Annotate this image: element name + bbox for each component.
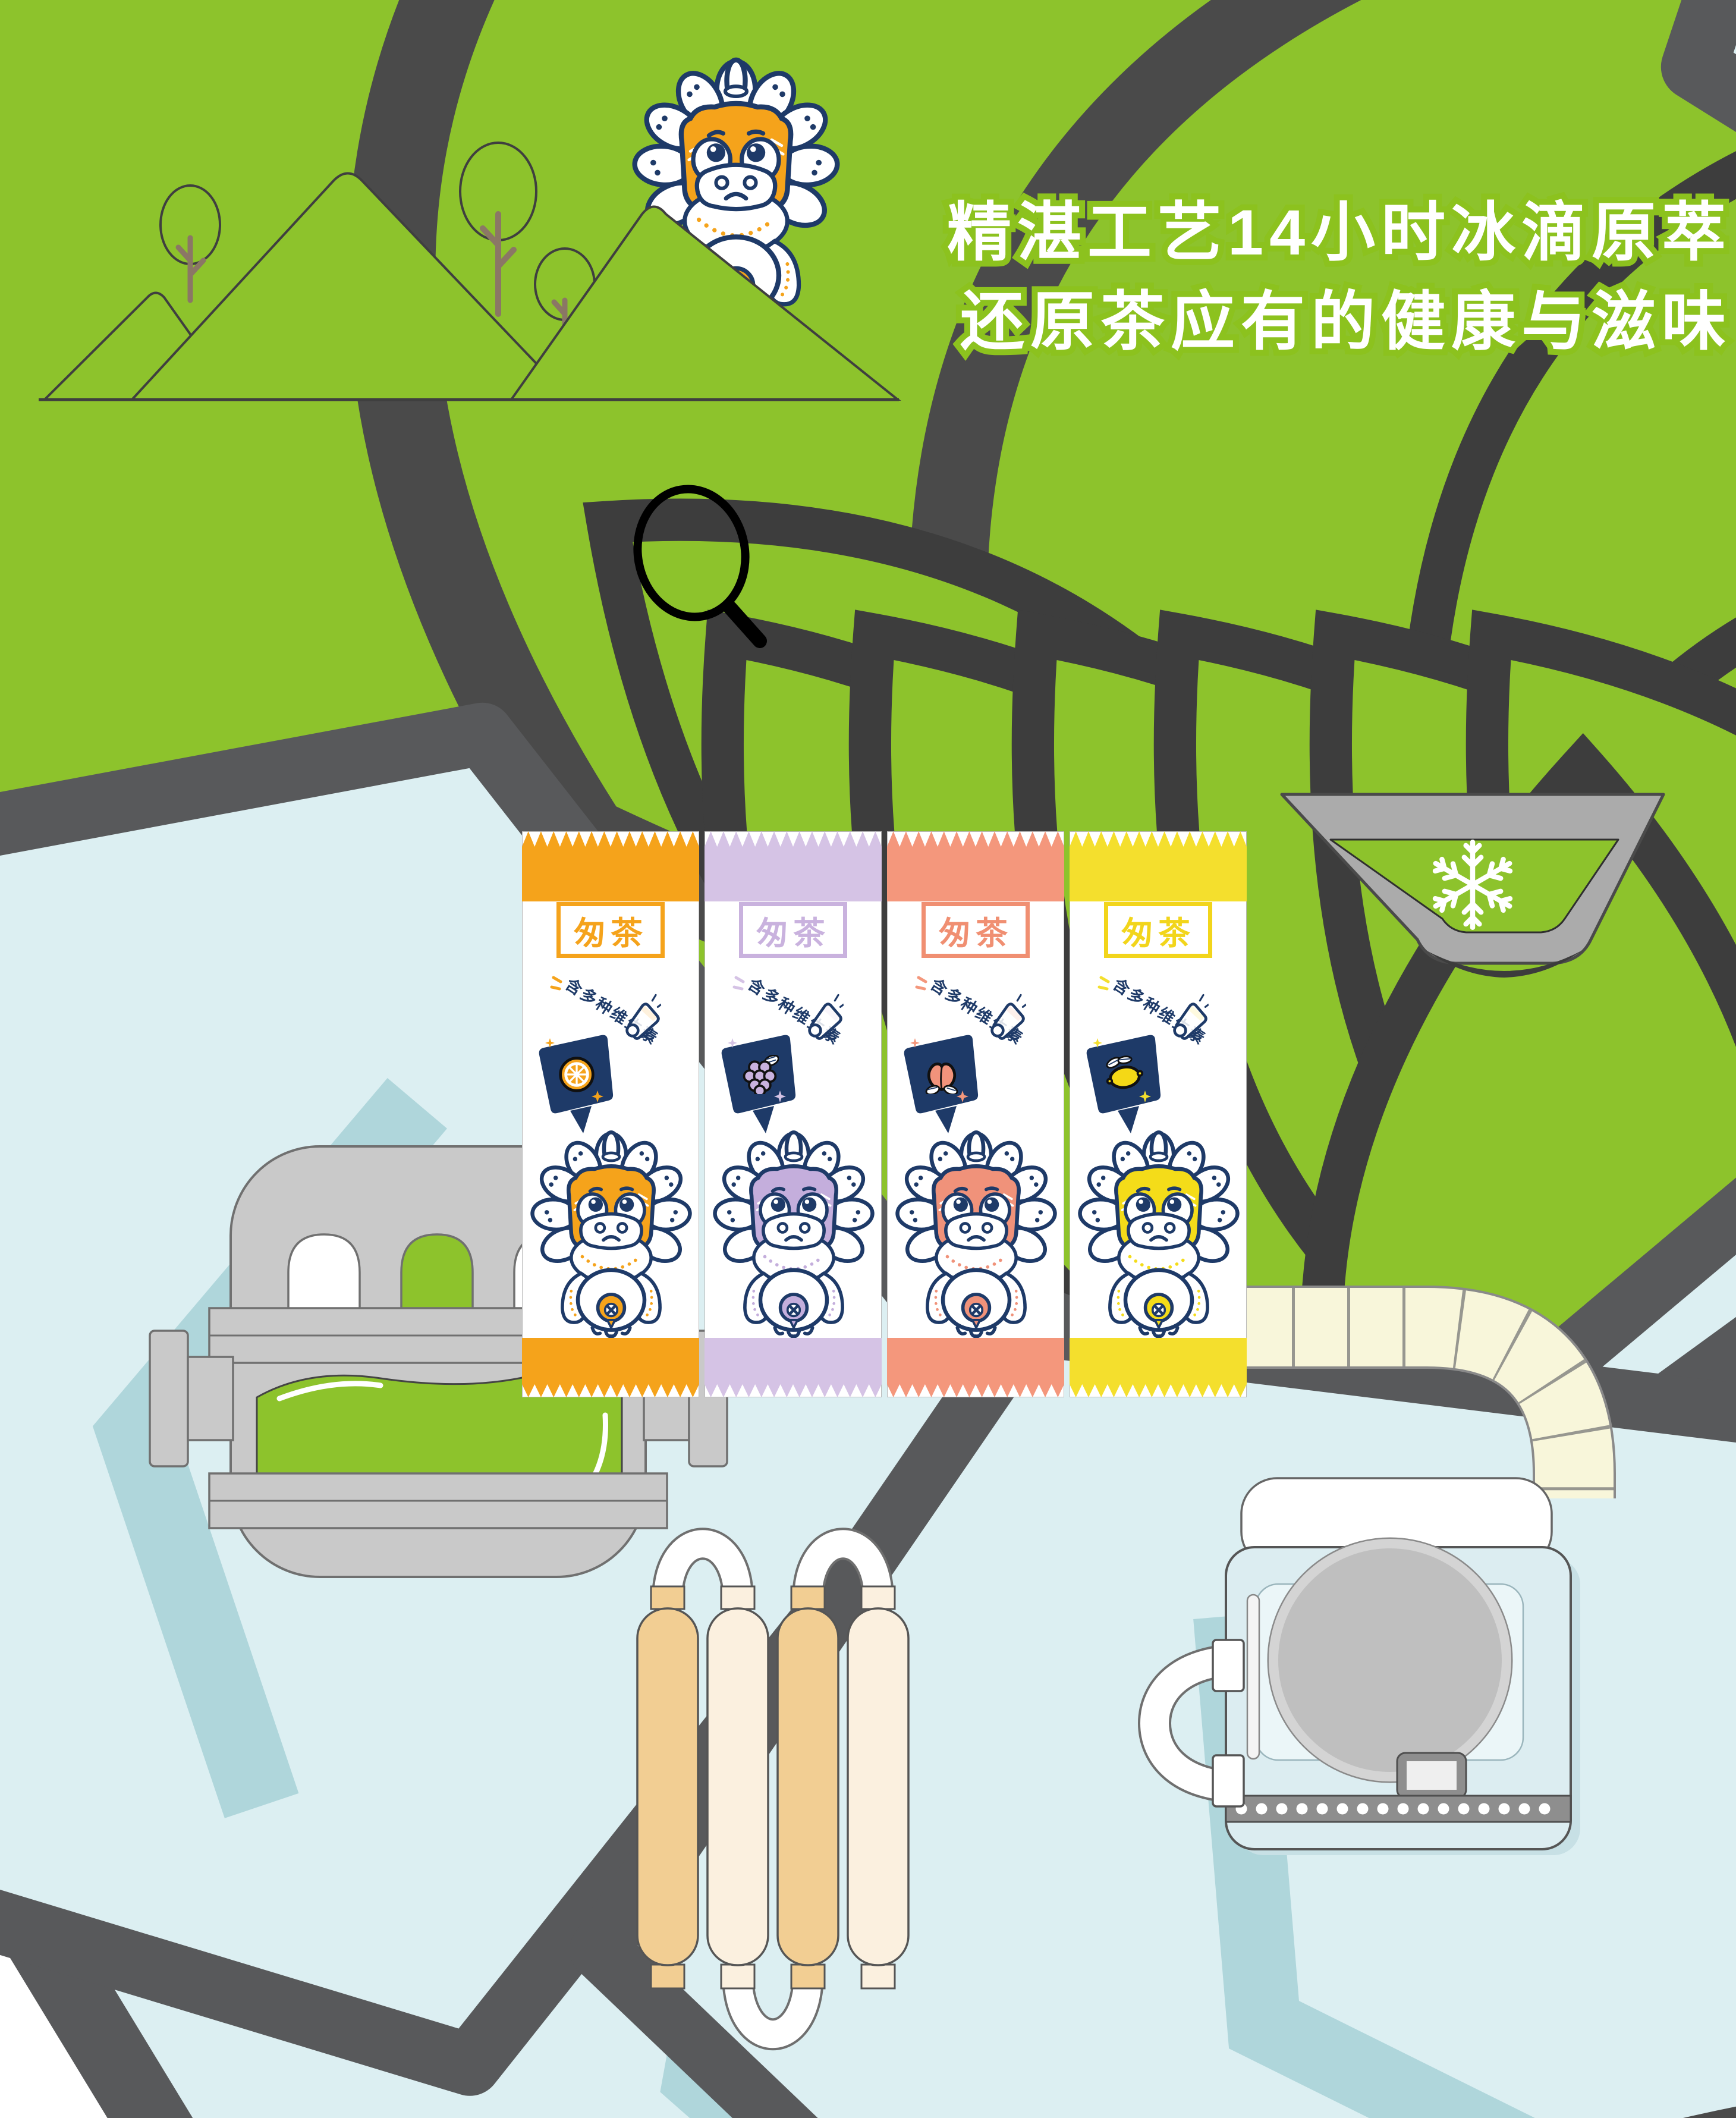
packet-logo-box: 匆茶: [556, 902, 665, 958]
packet-bottom-band: [522, 1338, 699, 1397]
freeze-dryer-machine: [1137, 1477, 1580, 1855]
powder-duct: [1237, 1286, 1616, 1498]
machine-handle: [1246, 1594, 1260, 1760]
tea-packet-grape: 匆茶 含多种维生素: [705, 831, 882, 1397]
flavor-flag: [539, 1035, 614, 1133]
packet-logo-box: 匆茶: [739, 902, 847, 958]
packet-bottom-band: [887, 1338, 1064, 1397]
flavor-flag: [904, 1035, 979, 1133]
brand-name: 匆茶: [756, 915, 830, 951]
flavor-flag: [1086, 1035, 1161, 1133]
filter-columns: [636, 1528, 910, 2051]
filter-column: [776, 1607, 839, 1966]
packet-top-band: [887, 831, 1064, 901]
ice-funnel: [1280, 793, 1665, 978]
brand-name: 匆茶: [574, 915, 647, 951]
headline-line2: 还原茶应有的健康与滋味 还原茶应有的健康与滋味: [954, 279, 1732, 363]
packet-logo-box: 匆茶: [922, 902, 1030, 958]
right-hill: [509, 205, 901, 401]
packet-top-band: [522, 831, 699, 901]
machine-drum: [1269, 1539, 1511, 1781]
packet-bottom-band: [705, 1338, 882, 1397]
filter-column: [847, 1607, 910, 1966]
packet-claim: 含多种维生素: [1097, 975, 1231, 1048]
dragon-mascot: [1075, 1124, 1242, 1347]
brand-name: 匆茶: [939, 915, 1012, 951]
headline-line2-text: 还原茶应有的健康与滋味: [960, 285, 1732, 357]
headline-line1: 精湛工艺14小时冰滴原萃 精湛工艺14小时冰滴原萃: [941, 190, 1732, 274]
tea-packet-peach: 匆茶 含多种维生素: [887, 831, 1064, 1397]
packet-top-band: [705, 831, 882, 901]
dragon-mascot: [528, 1124, 694, 1347]
headline: 精湛工艺14小时冰滴原萃 精湛工艺14小时冰滴原萃 还原茶应有的健康与滋味 还原…: [941, 188, 1732, 366]
dragon-mascot: [893, 1124, 1059, 1347]
brand-name: 匆茶: [1121, 915, 1195, 951]
dragon-mascot: [710, 1124, 877, 1347]
flavor-flag: [721, 1035, 796, 1133]
packet-top-band: [1070, 831, 1247, 901]
packet-bottom-band: [1070, 1338, 1247, 1397]
headline-line1-text: 精湛工艺14小时冰滴原萃: [947, 196, 1732, 268]
packet-claim: 含多种维生素: [550, 975, 683, 1048]
packet-logo-box: 匆茶: [1104, 902, 1212, 958]
big-mountain: [129, 172, 574, 401]
tea-packet-lemon: 匆茶 含多种维生素: [1070, 831, 1247, 1397]
tea-packet-orange: 匆茶 含多种维生素: [522, 831, 699, 1397]
packet-claim: 含多种维生素: [915, 975, 1048, 1048]
packet-claim: 含多种维生素: [732, 975, 866, 1048]
magnifying-glass-icon: [633, 485, 767, 648]
filter-column: [636, 1607, 699, 1966]
filter-column: [706, 1607, 769, 1966]
orange-slice-icon: [561, 1058, 593, 1091]
mountains: [39, 60, 901, 401]
